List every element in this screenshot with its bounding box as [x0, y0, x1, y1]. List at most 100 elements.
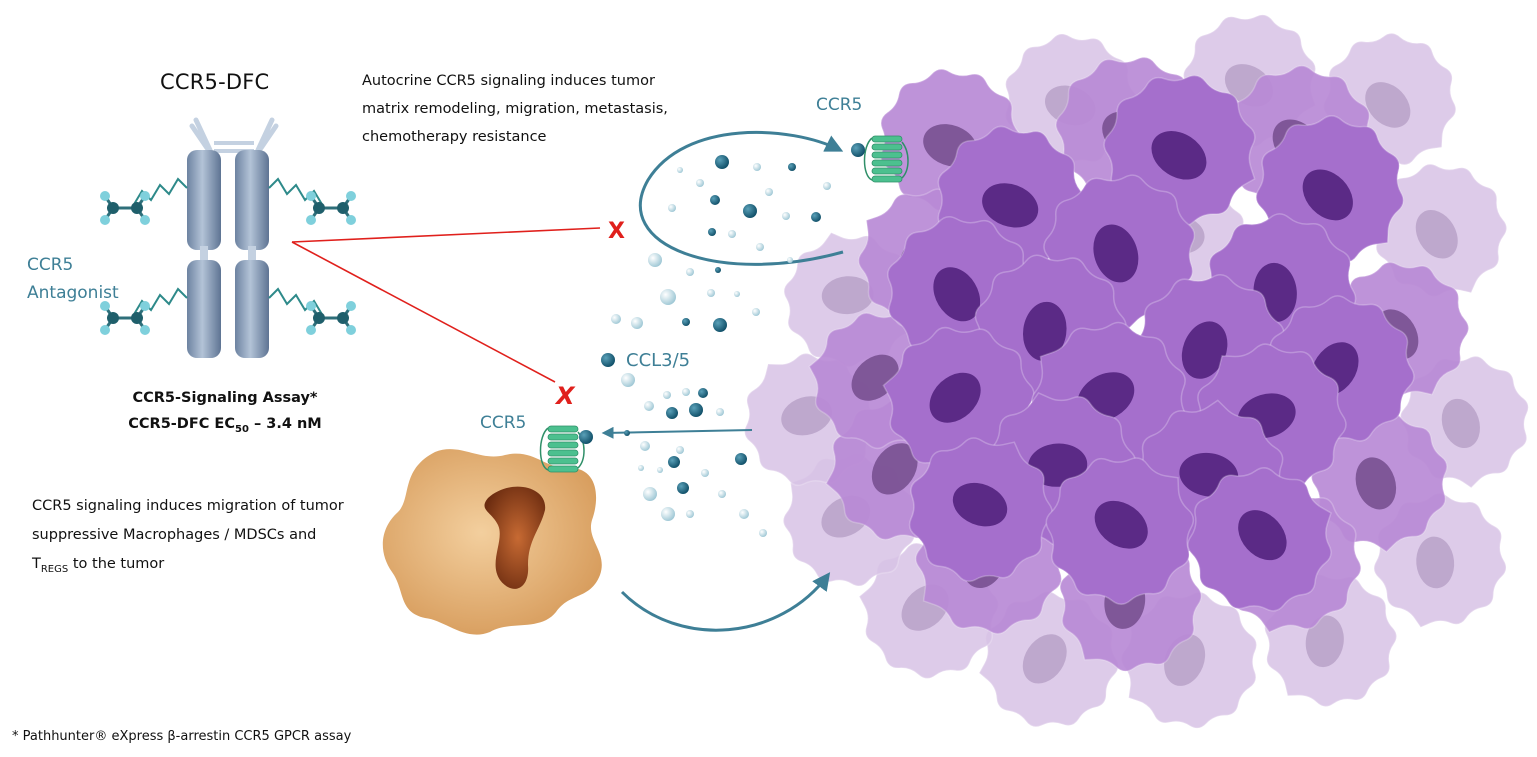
tumor-cell-nucleus	[1238, 510, 1287, 561]
chemokine-particle	[668, 204, 676, 212]
tumor-cell-nucleus	[982, 183, 1039, 228]
chemokine-particle	[823, 182, 831, 190]
chemokine-particle	[663, 391, 671, 399]
hinge-joint	[200, 246, 208, 264]
molecule-atom	[140, 325, 150, 335]
inhibition-line-autocrine	[291, 227, 601, 243]
migration-description: CCR5 signaling induces migration of tumo…	[32, 498, 344, 575]
antagonist-conjugate	[268, 177, 356, 225]
chemokine-particle	[765, 188, 773, 196]
tumor-cell-nucleus	[1093, 224, 1139, 283]
receptor-helix	[547, 441, 579, 449]
chemokine-particle	[739, 509, 749, 519]
molecule-atom	[346, 325, 356, 335]
antagonist-conjugate	[100, 177, 188, 225]
chemokine-particle	[710, 195, 720, 205]
tumor-cell	[908, 437, 1053, 583]
receptor-helix	[547, 433, 579, 441]
macrophage-migration-arrow	[620, 572, 831, 632]
chemokine-particle	[686, 510, 694, 518]
chemokine-particle	[701, 469, 709, 477]
chemokine-particle	[668, 456, 680, 468]
tumor-cell-nucleus	[1094, 500, 1148, 549]
macrophage-cell	[382, 449, 602, 635]
receptor-helix	[547, 449, 579, 457]
tumor-cell-nucleus	[952, 482, 1008, 527]
chemokine-particle	[708, 228, 716, 236]
molecule-atom	[346, 191, 356, 201]
molecule-atom	[100, 215, 110, 225]
chemokine-particle	[686, 268, 694, 276]
footnote: * Pathhunter® eXpress β-arrestin CCR5 GP…	[12, 729, 352, 744]
tumor-cell-nucleus	[1022, 634, 1067, 684]
chemokine-particle	[682, 318, 690, 326]
chemokine-particle	[640, 441, 650, 451]
heavy-chain-segment	[187, 150, 221, 250]
tumor-cell-cluster	[743, 14, 1529, 729]
receptor-helix	[547, 425, 579, 433]
chemokine-particle	[660, 289, 676, 305]
molecule-atom	[306, 215, 316, 225]
tumor-cell-nucleus	[929, 372, 981, 423]
chemokine-particle	[782, 212, 790, 220]
linker-chain	[268, 287, 324, 317]
chemokine-particle	[734, 291, 740, 297]
molecule-atom	[100, 325, 110, 335]
chemokine-particle	[643, 487, 657, 501]
tumor-cell-nucleus	[871, 443, 918, 495]
drug-title: CCR5-DFC	[160, 70, 270, 94]
chemokine-particle	[756, 243, 764, 251]
receptor-helix	[871, 175, 903, 183]
chemokine-particle	[677, 482, 689, 494]
tumor-cell-nucleus	[1151, 131, 1207, 180]
chemokine-particle	[713, 318, 727, 332]
tumor-cell	[1187, 467, 1332, 612]
block-mark-autocrine: X	[608, 219, 625, 244]
chemokine-particle	[707, 289, 715, 297]
tumor-cell-nucleus	[1441, 398, 1480, 449]
chemokine-particle	[715, 155, 729, 169]
tumor-cell-nucleus	[1416, 536, 1455, 589]
tumor-cell-nucleus	[933, 267, 981, 322]
receptor-helix	[547, 465, 579, 473]
antagonist-conjugate	[100, 287, 188, 335]
molecule-atom	[107, 312, 119, 324]
chemokine-particles	[601, 155, 831, 537]
tumor-cell-nucleus	[1305, 615, 1344, 668]
chemokine-particle	[611, 314, 621, 324]
chemokine-particle	[601, 353, 615, 367]
tumor-cell	[882, 326, 1035, 475]
bound-chemokine	[851, 143, 865, 157]
antagonist-conjugate	[268, 287, 356, 335]
chemokine-particle	[621, 373, 635, 387]
chemokine-particle	[753, 163, 761, 171]
ccr5-receptor-tumor	[851, 135, 909, 183]
molecule-atom	[346, 215, 356, 225]
chemokine-particle	[666, 407, 678, 419]
tumor-cell-nucleus	[1355, 457, 1397, 510]
molecule-atom	[346, 301, 356, 311]
chemokine-particle	[728, 230, 736, 238]
chemokine-particle	[752, 308, 760, 316]
hinge-joint	[248, 246, 256, 264]
chemokine-particle	[661, 507, 675, 521]
chemokine-particle	[698, 388, 708, 398]
chemokine-particle	[648, 253, 662, 267]
linker-chain	[132, 177, 188, 207]
molecule-atom	[131, 202, 143, 214]
chemokine-particle	[638, 465, 644, 471]
molecule-atom	[140, 301, 150, 311]
chemokine-particle	[787, 257, 793, 263]
molecule-atom	[313, 202, 325, 214]
assay-result: CCR5-Signaling Assay* CCR5-DFC EC50 – 3.…	[128, 390, 322, 435]
molecule-atom	[140, 191, 150, 201]
antagonist-label: CCR5 Antagonist	[27, 255, 119, 303]
molecule-atom	[140, 215, 150, 225]
chemokine-particle	[788, 163, 796, 171]
chemokine-particle	[644, 401, 654, 411]
receptor-helix	[871, 135, 903, 143]
chemokine-particle	[735, 453, 747, 465]
linker-chain	[132, 287, 188, 317]
linker-chain	[268, 177, 324, 207]
